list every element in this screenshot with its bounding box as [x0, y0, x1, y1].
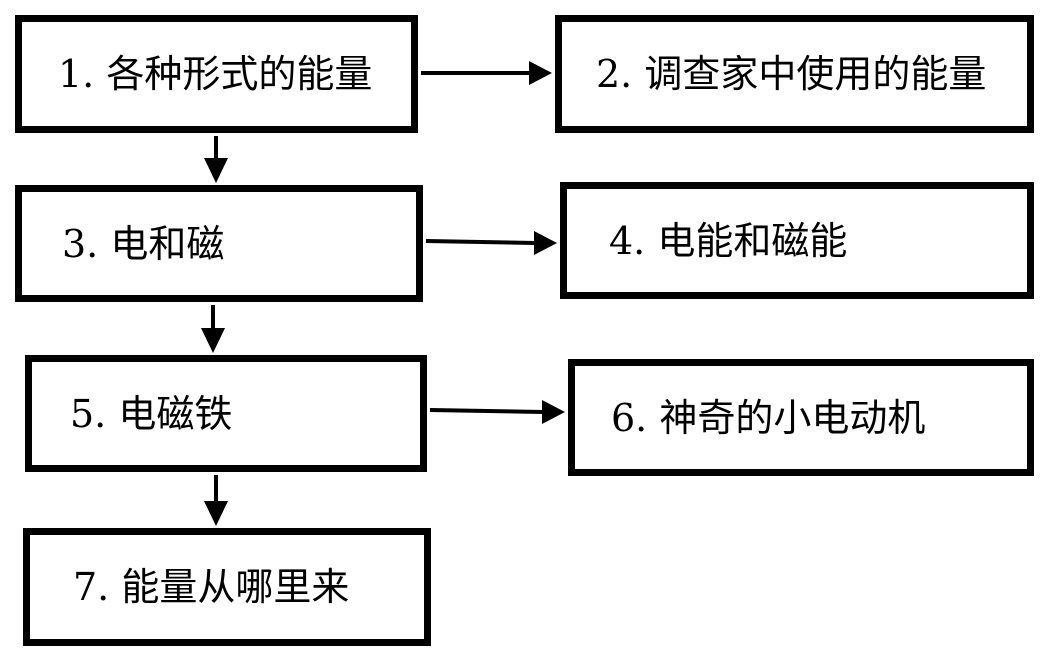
- node-1-label: 1. 各种形式的能量: [58, 52, 373, 96]
- node-5-label: 5. 电磁铁: [70, 391, 233, 436]
- node-7-label: 7. 能量从哪里来: [73, 565, 350, 609]
- node-1: 1. 各种形式的能量: [15, 15, 418, 133]
- arrowhead-1-to-2: [529, 61, 552, 85]
- node-3-label: 3. 电和磁: [62, 221, 225, 266]
- node-5: 5. 电磁铁: [25, 355, 427, 472]
- arrowhead-3-to-5: [201, 328, 225, 353]
- arrowhead-3-to-4: [534, 231, 557, 255]
- node-3: 3. 电和磁: [15, 185, 423, 302]
- node-6-label: 6. 神奇的小电动机: [611, 395, 926, 440]
- node-6: 6. 神奇的小电动机: [568, 359, 1034, 476]
- node-4-label: 4. 电能和磁能: [609, 218, 848, 263]
- node-2: 2. 调查家中使用的能量: [555, 15, 1034, 133]
- arrowhead-1-to-3: [204, 158, 228, 183]
- node-2-label: 2. 调查家中使用的能量: [596, 52, 987, 96]
- node-4: 4. 电能和磁能: [560, 182, 1034, 299]
- node-7: 7. 能量从哪里来: [23, 528, 431, 646]
- arrow-3-to-4: [425, 239, 536, 245]
- arrow-5-to-6: [429, 408, 544, 414]
- arrowhead-5-to-6: [542, 400, 565, 424]
- arrowhead-5-to-7: [204, 501, 228, 526]
